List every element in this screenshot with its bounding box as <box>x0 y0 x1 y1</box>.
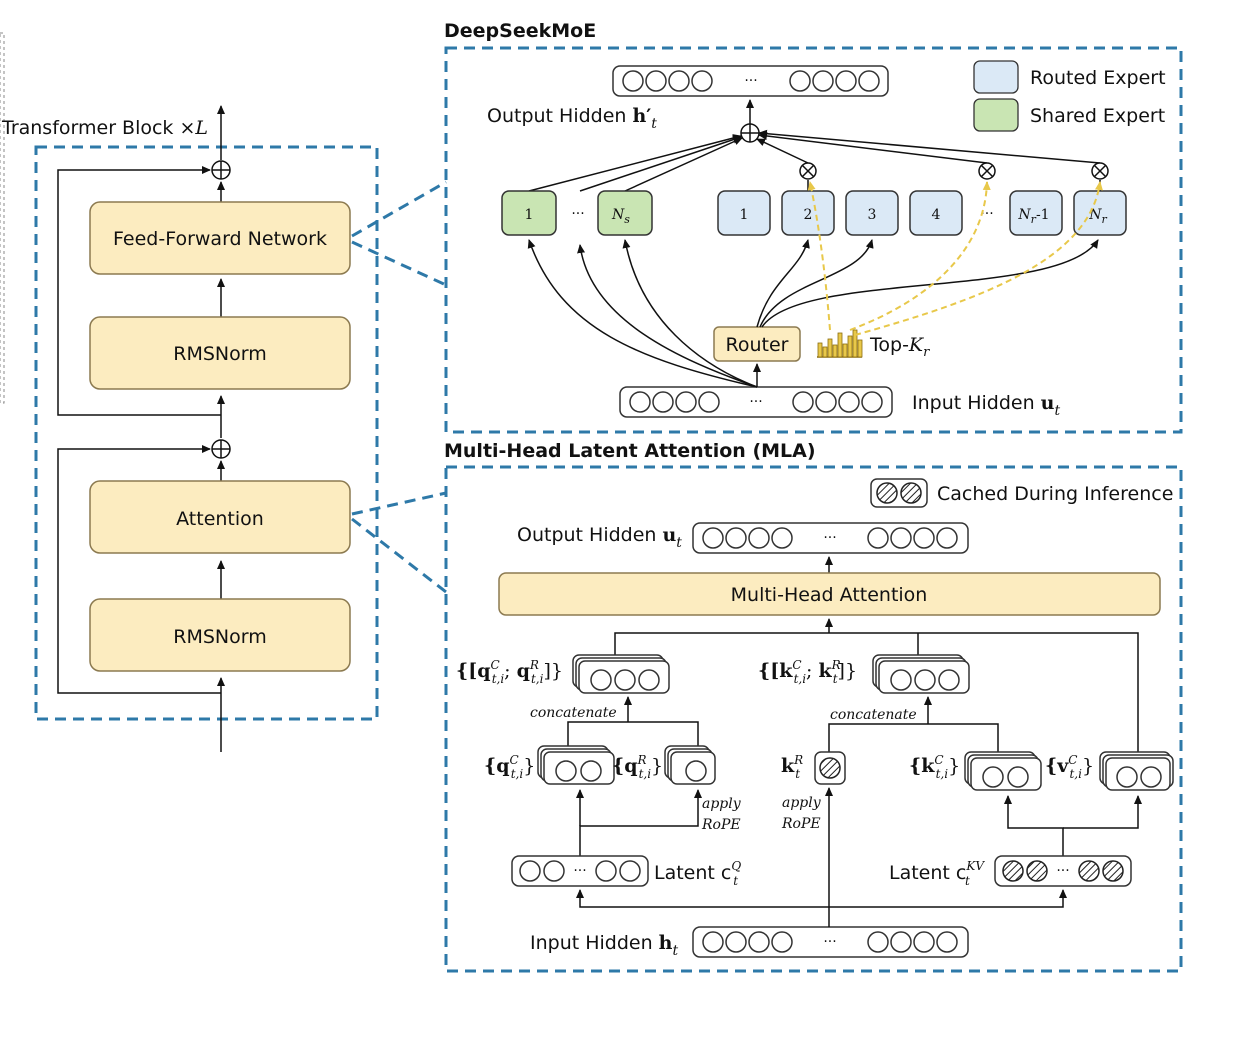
legend-routed-label: Routed Expert <box>1030 67 1166 89</box>
moe-border <box>444 46 1183 434</box>
k-r-box <box>814 751 846 785</box>
mla-input-vector: ··· <box>692 926 969 958</box>
gate-multiply-icon <box>978 162 996 180</box>
cached-legend-label: Cached During Inference <box>937 483 1173 505</box>
svg-text:···: ··· <box>823 530 836 546</box>
q-concatenate-label: concatenate <box>530 705 617 721</box>
legend-shared-swatch <box>973 98 1019 132</box>
k-concatenate-label: concatenate <box>830 707 917 723</box>
topk-label: Top-Kr <box>869 334 930 360</box>
k-concat-stack <box>872 654 970 694</box>
routed-expert-1 <box>717 190 771 236</box>
residual-add-top-icon <box>211 160 231 180</box>
k-rope-label: RoPE <box>781 816 821 832</box>
rmsnorm-bottom-box <box>89 598 351 672</box>
q-rope-label: RoPE <box>701 817 741 833</box>
transformer-block-border <box>34 145 379 721</box>
q-r-stack <box>664 745 716 785</box>
residual-add-bottom-icon <box>211 439 231 459</box>
routed-ellipsis: ··· <box>980 206 993 222</box>
mla-panel: Multi-Head Latent Attention (MLA) Cached… <box>444 440 1183 973</box>
moe-title: DeepSeekMoE <box>444 20 596 42</box>
routed-expert-label: 2 <box>804 207 813 223</box>
q-c-stack <box>537 745 615 785</box>
svg-text:···: ··· <box>1056 863 1069 879</box>
mla-border <box>444 465 1183 973</box>
moe-input-vector: ··· <box>619 386 893 418</box>
shared-expert-ns <box>597 190 653 236</box>
k-c-stack <box>964 751 1042 791</box>
ffn-box <box>89 201 351 275</box>
routed-expert-label: Nr-1 <box>1017 207 1049 226</box>
shared-expert-label: 1 <box>525 207 534 223</box>
svg-text:···: ··· <box>749 394 762 410</box>
moe-sum-icon <box>740 123 760 143</box>
rmsnorm-bottom-label: RMSNorm <box>173 626 266 648</box>
router-label: Router <box>726 334 789 356</box>
routed-expert-nr-1 <box>1009 190 1063 236</box>
mla-output-vector: ··· <box>692 522 969 554</box>
attention-box <box>89 480 351 554</box>
rmsnorm-top-label: RMSNorm <box>173 343 266 365</box>
svg-text:···: ··· <box>744 73 757 89</box>
cached-legend-swatch <box>870 478 928 508</box>
mha-label: Multi-Head Attention <box>731 584 928 606</box>
routed-expert-2 <box>781 190 835 236</box>
rmsnorm-top-box <box>89 316 351 390</box>
routed-expert-nr <box>1073 190 1127 236</box>
latent-kv-vector: ··· <box>994 855 1132 887</box>
gate-multiply-icon <box>1091 162 1109 191</box>
routed-expert-3 <box>845 190 899 236</box>
gate-multiply-icon <box>799 162 817 191</box>
moe-output-vector: ··· <box>612 65 889 97</box>
routed-expert-label: 3 <box>868 207 877 223</box>
routed-expert-label: 4 <box>932 207 941 223</box>
ffn-label: Feed-Forward Network <box>113 228 327 250</box>
transformer-block: Transformer Block ×L Feed-Forward Networ… <box>0 32 447 752</box>
routed-expert-4 <box>909 190 963 236</box>
legend-routed-swatch <box>973 60 1019 94</box>
legend-shared-label: Shared Expert <box>1030 105 1165 127</box>
q-concat-stack <box>572 654 670 694</box>
shared-ellipsis: ··· <box>571 206 584 222</box>
latent-q-vector: ··· <box>511 855 649 887</box>
q-apply-rope-label: apply <box>702 796 742 812</box>
shared-expert-label: Ns <box>611 207 630 226</box>
ffn-connector-top <box>351 180 447 238</box>
mla-title: Multi-Head Latent Attention (MLA) <box>444 440 816 462</box>
topk-bars-icon <box>817 329 863 358</box>
ffn-connector-bottom <box>351 240 447 287</box>
transformer-block-title: Transformer Block ×L <box>1 117 208 139</box>
svg-text:···: ··· <box>573 863 586 879</box>
k-apply-rope-label: apply <box>782 795 822 811</box>
attn-connector-bottom <box>351 517 447 594</box>
attn-connector-top <box>351 491 447 516</box>
v-c-stack <box>1099 751 1174 791</box>
mha-box <box>498 572 1161 616</box>
clipped-left-border <box>0 32 5 404</box>
shared-expert-1 <box>501 190 557 236</box>
routed-expert-label: 1 <box>740 207 749 223</box>
attention-label: Attention <box>176 508 264 530</box>
svg-text:···: ··· <box>823 934 836 950</box>
deepseek-moe-panel: DeepSeekMoE Routed Expert Shared Expert … <box>444 20 1183 434</box>
